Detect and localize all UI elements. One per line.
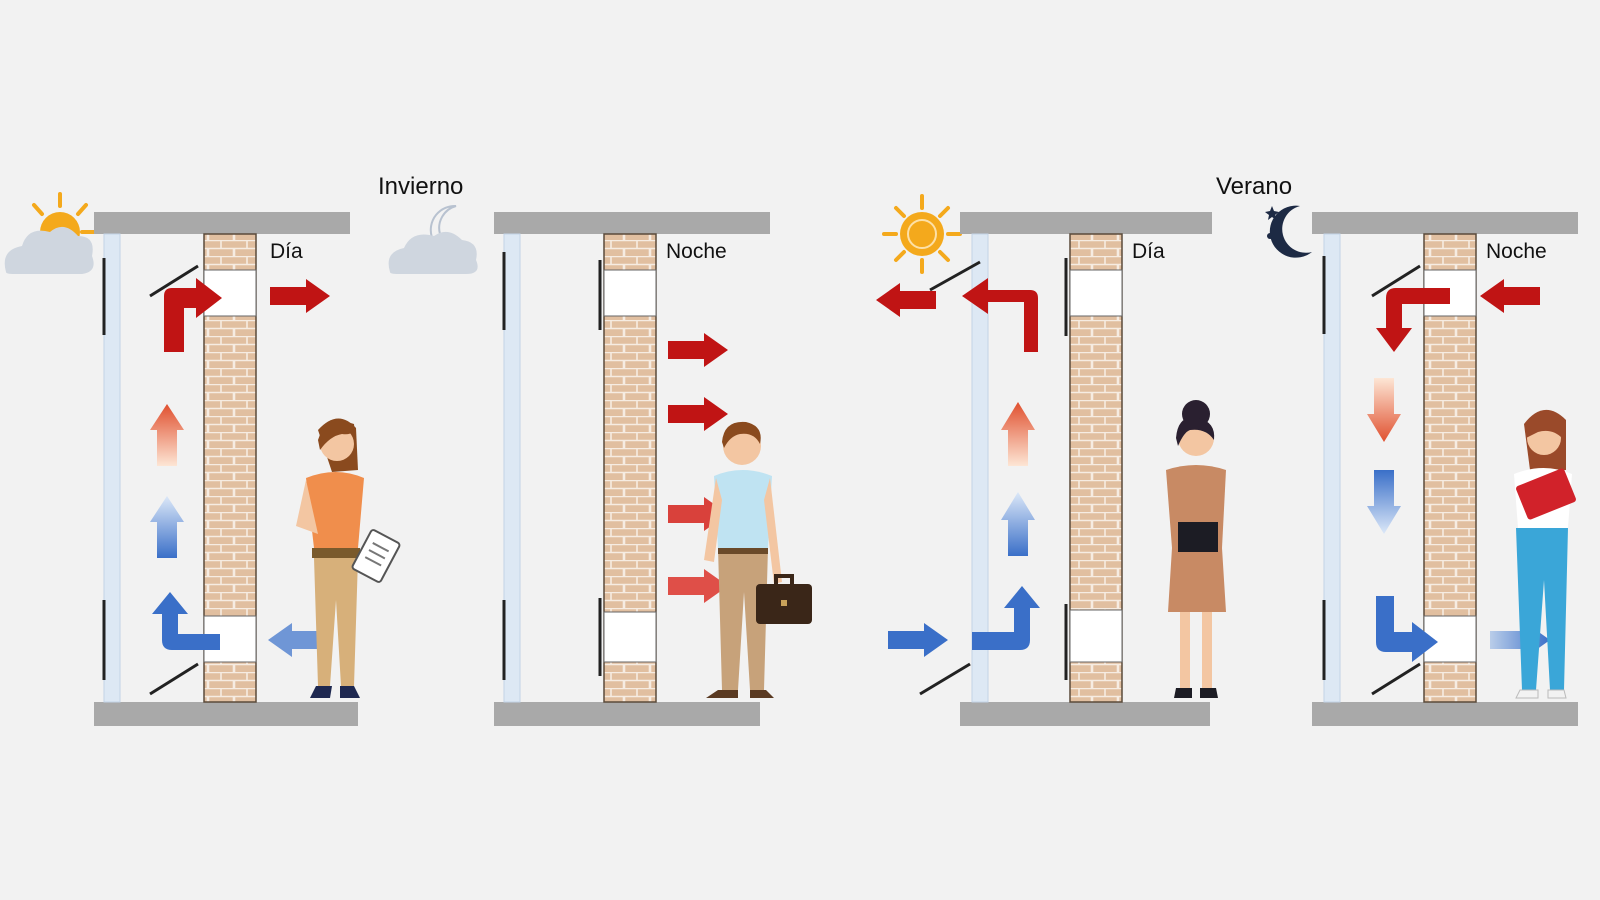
season-title-summer: Verano <box>1216 173 1292 200</box>
warm-flow-arrow <box>164 278 222 352</box>
top-vent <box>1069 269 1123 317</box>
cooling-arrow <box>1367 378 1401 442</box>
season-title-winter: Invierno <box>378 173 463 200</box>
panel-label: Noche <box>666 240 727 263</box>
descending-air-arrow <box>1367 470 1401 534</box>
panel-label: Día <box>270 240 303 263</box>
ceiling-slab <box>94 212 350 234</box>
panel-summer-day: Día <box>876 194 1226 726</box>
panel-summer-night: Verano Noche <box>1216 173 1578 726</box>
floor-slab <box>960 702 1210 726</box>
warming-arrow <box>1001 402 1035 466</box>
warm-out-arrow <box>270 279 330 313</box>
rising-air-arrow <box>150 496 184 558</box>
cool-in-arrow <box>268 623 328 657</box>
cool-air-intake-arrow <box>972 586 1040 650</box>
top-damper <box>149 264 199 298</box>
radiant-heat-arrows <box>668 333 728 603</box>
glazing <box>503 233 521 703</box>
ceiling-slab <box>494 212 770 234</box>
glazing <box>1323 233 1341 703</box>
floor-slab <box>494 702 760 726</box>
bottom-damper <box>919 662 971 696</box>
glazing <box>103 233 121 703</box>
top-vent <box>603 269 657 317</box>
cool-return-arrow <box>152 592 220 650</box>
woman-with-folder <box>1166 400 1226 698</box>
cool-out-arrow <box>1376 596 1438 662</box>
bottom-damper <box>149 662 199 696</box>
man-with-briefcase <box>704 421 812 698</box>
warming-arrow <box>150 404 184 466</box>
glazing <box>971 233 989 703</box>
crescent-moon-stars-icon <box>1265 205 1312 258</box>
panel-winter-day: Día <box>4 192 401 726</box>
warm-return-arrow <box>1376 288 1450 352</box>
floor-slab <box>94 702 358 726</box>
ceiling-slab <box>960 212 1212 234</box>
bottom-vent <box>603 611 657 663</box>
sun-icon <box>882 194 962 274</box>
moon-behind-cloud-icon <box>388 204 478 274</box>
panel-label: Noche <box>1486 240 1547 263</box>
rising-air-arrow <box>1001 492 1035 556</box>
warm-exhaust-arrow <box>962 278 1038 352</box>
panel-label: Día <box>1132 240 1165 263</box>
floor-slab <box>1312 702 1578 726</box>
top-damper <box>929 260 981 292</box>
bottom-vent <box>1069 609 1123 663</box>
cool-in-arrow <box>888 623 948 657</box>
ceiling-slab <box>1312 212 1578 234</box>
panel-winter-night: Invierno Noche <box>378 173 812 726</box>
sun-behind-cloud-icon <box>4 192 96 274</box>
bottom-damper <box>1371 662 1421 696</box>
woman-with-red-folder <box>1514 409 1576 699</box>
woman-with-tablet <box>296 418 401 698</box>
warm-in-arrow <box>1480 279 1540 313</box>
warm-out-arrow <box>876 283 936 317</box>
top-damper <box>1371 264 1421 298</box>
